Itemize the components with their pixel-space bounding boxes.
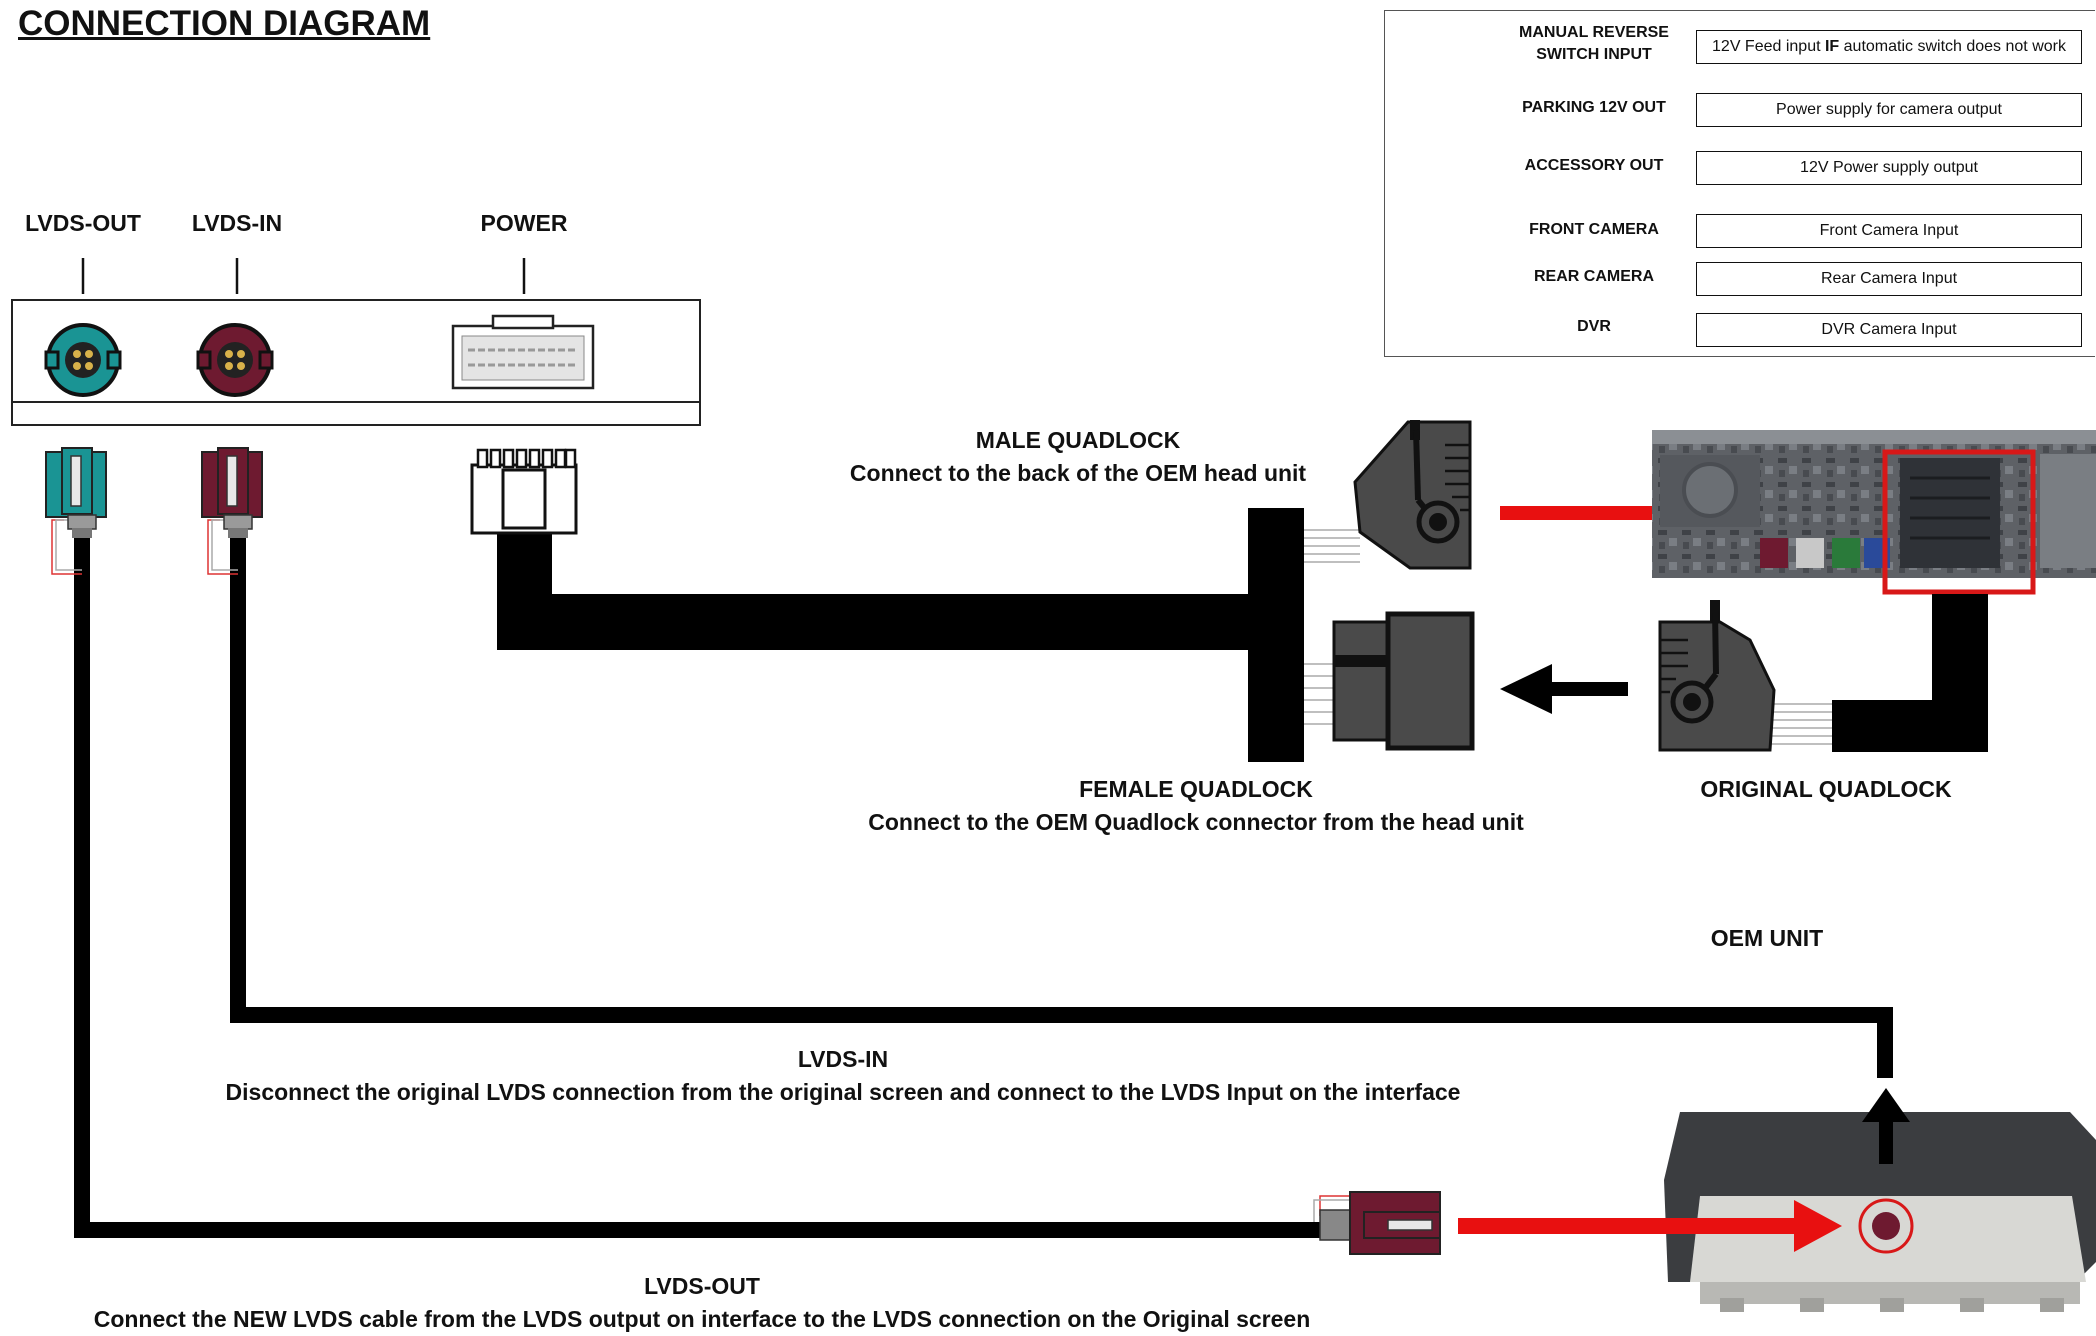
lvds-out-cable bbox=[74, 535, 1320, 1238]
lvds-in-port-label: LVDS-IN bbox=[191, 210, 283, 236]
legend-desc-2: 12V Power supply output bbox=[1696, 151, 2082, 185]
legend-desc-part: Rear Camera Input bbox=[1820, 270, 1958, 287]
female-quadlock-title: FEMALE QUADLOCK bbox=[1079, 776, 1313, 802]
oem-screen-image bbox=[1664, 1112, 2096, 1312]
legend-name-5: DVR bbox=[1577, 318, 1611, 335]
arrow-from-original-quadlock bbox=[1500, 664, 1628, 714]
female-quadlock-desc: Connect to the OEM Quadlock connector fr… bbox=[868, 809, 1524, 835]
interface-module bbox=[11, 258, 701, 426]
legend-name-4: REAR CAMERA bbox=[1534, 268, 1654, 285]
lvds-out-caption-desc: Connect the NEW LVDS cable from the LVDS… bbox=[93, 1306, 1311, 1332]
lvds-out-plug bbox=[45, 447, 107, 575]
legend-desc-part: 12V Power supply output bbox=[1800, 159, 1978, 176]
male-quadlock-connector bbox=[1304, 420, 1472, 570]
arrow-to-lvds-in bbox=[1862, 1088, 1910, 1164]
lvds-in-plug bbox=[201, 447, 263, 575]
power-plug bbox=[470, 448, 578, 535]
lvds-in-caption: LVDS-IN Disconnect the original LVDS con… bbox=[226, 1043, 1461, 1109]
page-title: CONNECTION DIAGRAM bbox=[18, 4, 431, 43]
legend-desc-part: 12V Feed input bbox=[1712, 38, 1825, 55]
male-quadlock-title: MALE QUADLOCK bbox=[975, 427, 1181, 453]
legend-desc-part: IF bbox=[1824, 38, 1840, 55]
lvds-in-port bbox=[196, 323, 274, 397]
legend-desc-3: Front Camera Input bbox=[1696, 214, 2082, 248]
original-quadlock-label: ORIGINAL QUADLOCK bbox=[1700, 776, 1952, 802]
power-cable bbox=[497, 530, 1250, 650]
lvds-out-caption: LVDS-OUT Connect the NEW LVDS cable from… bbox=[94, 1270, 1311, 1336]
legend-name-0: MANUAL REVERSE SWITCH INPUT bbox=[1519, 24, 1669, 63]
lvds-out-port-label: LVDS-OUT bbox=[25, 210, 141, 236]
lvds-in-caption-desc: Disconnect the original LVDS connection … bbox=[225, 1079, 1461, 1105]
legend-desc-part: DVR Camera Input bbox=[1821, 321, 1957, 338]
lvds-out-caption-title: LVDS-OUT bbox=[644, 1273, 760, 1299]
oem-unit-label: OEM UNIT bbox=[1710, 925, 1824, 951]
original-quadlock-connector bbox=[1658, 594, 1988, 752]
lvds-out-port bbox=[44, 323, 122, 397]
legend-desc-part: Power supply for camera output bbox=[1776, 101, 2002, 118]
lvds-in-caption-title: LVDS-IN bbox=[797, 1046, 889, 1072]
legend-name-3: FRONT CAMERA bbox=[1529, 221, 1659, 238]
male-quadlock-desc: Connect to the back of the OEM head unit bbox=[849, 460, 1307, 486]
legend-desc-4: Rear Camera Input bbox=[1696, 262, 2082, 296]
legend-panel bbox=[1384, 10, 2095, 357]
oem-head-unit-image bbox=[1652, 430, 2096, 595]
lvds-out-screen-plug bbox=[1313, 1191, 1441, 1255]
arrow-to-oem-screen bbox=[1458, 1200, 1842, 1252]
female-quadlock-caption: FEMALE QUADLOCK Connect to the OEM Quadl… bbox=[868, 773, 1524, 839]
female-quadlock-connector bbox=[1304, 611, 1475, 751]
harness-junction bbox=[1248, 508, 1304, 762]
legend-name-1: PARKING 12V OUT bbox=[1522, 99, 1666, 116]
legend-desc-part: Front Camera Input bbox=[1819, 222, 1959, 239]
legend-desc-0: 12V Feed input IF automatic switch does … bbox=[1696, 30, 2082, 64]
legend-desc-part: automatic switch does not work bbox=[1839, 38, 2066, 55]
power-port bbox=[451, 314, 595, 390]
legend-desc-5: DVR Camera Input bbox=[1696, 313, 2082, 347]
legend-name-2: ACCESSORY OUT bbox=[1524, 157, 1664, 174]
power-port-label: POWER bbox=[480, 210, 568, 236]
lvds-in-cable bbox=[230, 535, 1893, 1078]
legend-desc-1: Power supply for camera output bbox=[1696, 93, 2082, 127]
male-quadlock-caption: MALE QUADLOCK Connect to the back of the… bbox=[850, 424, 1306, 490]
